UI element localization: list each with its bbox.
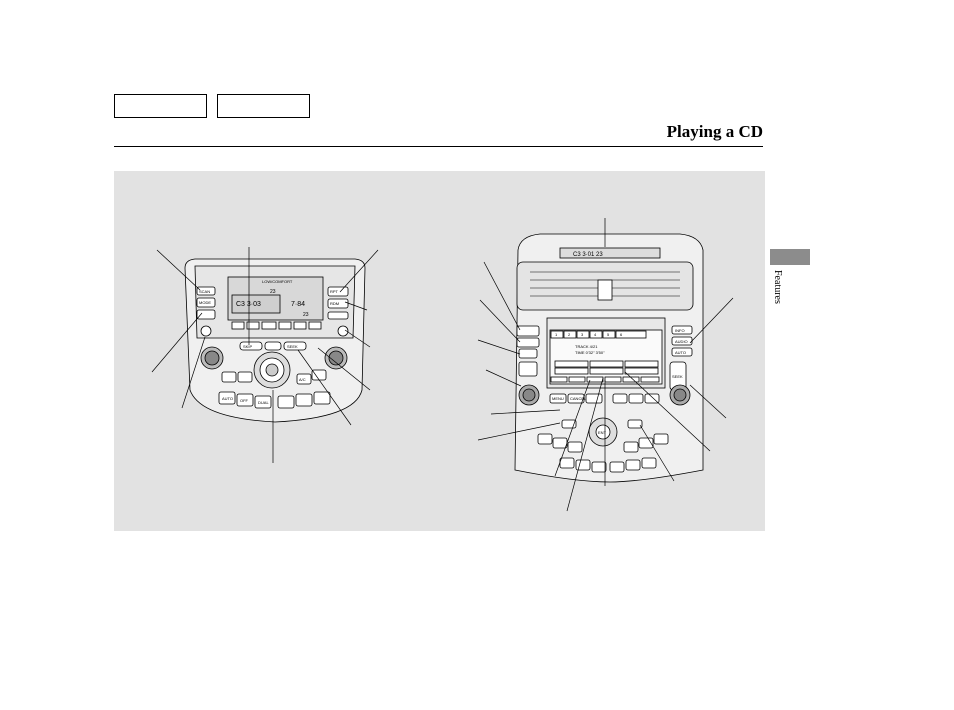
right-btn-info: INFO xyxy=(675,328,685,333)
left-btn-mode: MODE xyxy=(199,300,211,305)
nav-tab-2[interactable] xyxy=(217,94,310,118)
right-tab-4: 4 xyxy=(594,332,597,337)
section-tab[interactable] xyxy=(770,249,810,265)
right-btn-cancel: CANCEL xyxy=(570,396,587,401)
left-btn-auto: AUTO xyxy=(222,396,233,401)
left-btn-rpt: RPT xyxy=(330,289,339,294)
left-btn-rdm: RDM xyxy=(330,301,339,306)
left-temp-right: 23 xyxy=(303,312,309,318)
section-tab-label: Features xyxy=(772,270,783,304)
right-track-line: TRACK 4/21 xyxy=(575,344,598,349)
left-btn-scan: SCAN xyxy=(199,289,210,294)
nav-tab-1[interactable] xyxy=(114,94,207,118)
right-btn-auto: AUTO xyxy=(675,350,686,355)
right-btn-audio: AUDIO xyxy=(675,339,688,344)
right-btn-seek: SEEK xyxy=(672,374,683,379)
right-tab-6: 6 xyxy=(620,332,623,337)
left-btn-ac: A/C xyxy=(299,377,306,382)
left-unit-labels: LOW/COMFORT C3 3·03 7·84 23 23 SCAN MODE… xyxy=(199,279,339,405)
right-tab-3: 3 xyxy=(581,332,584,337)
right-tab-2: 2 xyxy=(568,332,571,337)
page-title: Playing a CD xyxy=(666,122,763,141)
left-btn-off: OFF xyxy=(240,398,249,403)
right-tab-1: 1 xyxy=(555,332,558,337)
left-display-top: LOW/COMFORT xyxy=(262,279,293,284)
left-time-readout: 7·84 xyxy=(291,301,305,308)
left-audio-unit xyxy=(184,258,366,423)
left-disc-readout: C3 3·03 xyxy=(236,301,261,308)
left-btn-dual: DUAL xyxy=(258,400,269,405)
right-btn-menu: MENU xyxy=(552,396,564,401)
left-callout-lines xyxy=(151,247,379,463)
right-nav-unit xyxy=(514,233,704,483)
header-rule xyxy=(114,146,763,147)
right-tab-5: 5 xyxy=(607,332,610,337)
left-btn-seek: SEEK xyxy=(287,344,298,349)
left-btn-skip: SKIP xyxy=(243,344,252,349)
right-callout-lines xyxy=(477,218,734,512)
right-unit-labels: C3 3·01 23 1 2 3 4 5 6 TRACK 4/21 TIME 0… xyxy=(552,252,688,435)
left-temp-left: 23 xyxy=(270,289,276,295)
right-time-line: TIME 0'32" 3'50" xyxy=(575,350,605,355)
right-btn-ent: ENT xyxy=(598,430,607,435)
right-clock-display: C3 3·01 23 xyxy=(573,252,603,258)
